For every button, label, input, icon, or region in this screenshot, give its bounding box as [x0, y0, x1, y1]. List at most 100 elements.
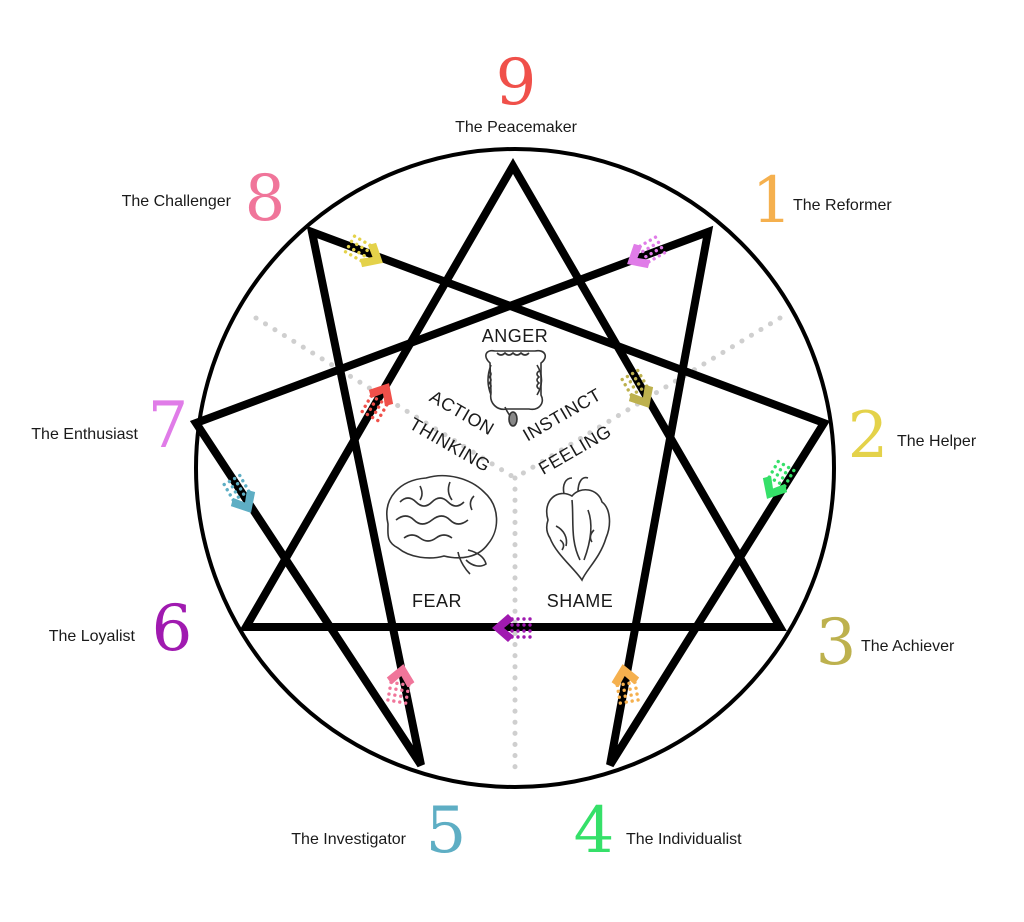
- arrow-tail-dot: [623, 694, 627, 698]
- arrow-tail-dot: [634, 686, 638, 690]
- type-8: 8 The Challenger: [122, 162, 286, 236]
- arrow-head: [359, 242, 383, 268]
- arrow-7-to-1: [360, 383, 394, 423]
- arrow-tail-dot: [387, 692, 391, 696]
- arrow-head: [230, 489, 256, 513]
- arrow-9-to-3: [620, 368, 654, 408]
- arrow-tail-dot: [232, 476, 237, 481]
- arrow-5-to-8: [386, 664, 415, 705]
- arrow-tail-dot: [634, 390, 639, 394]
- arrow-tail-dot: [631, 385, 636, 389]
- arrow-tail-dot: [354, 256, 358, 260]
- arrow-3-to-6: [492, 614, 532, 642]
- type-number-5: 5: [426, 794, 467, 868]
- arrow-tail-dot: [233, 490, 238, 494]
- arrow-tail-dot: [617, 695, 622, 699]
- arrow-tail-dot: [379, 400, 384, 404]
- label-shame: SHAME: [547, 591, 614, 611]
- type-name-5: The Investigator: [291, 831, 406, 848]
- outer-circle: [194, 147, 836, 789]
- arrow-tail-dot: [522, 629, 526, 633]
- arrow-tail-dot: [238, 487, 243, 491]
- arrow-tail-dot: [625, 374, 630, 379]
- brain-icon: [386, 474, 498, 575]
- arrow-tail-dot: [516, 629, 520, 633]
- arrow-tail-dot: [528, 623, 532, 627]
- arrow-tail-dot: [522, 635, 526, 639]
- arrow-2-to-4: [762, 459, 796, 499]
- arrow-tail-dot: [373, 410, 378, 414]
- arrow-tail-dot: [616, 689, 620, 693]
- arrow-tail-dot: [783, 471, 788, 475]
- arrow-8-to-2: [343, 234, 383, 268]
- intestines-icon: [485, 349, 547, 427]
- arrow-tail-dot: [780, 476, 785, 480]
- arrow-head: [611, 664, 640, 688]
- arrow-tail-dot: [626, 388, 630, 392]
- arrow-head: [627, 243, 651, 269]
- arrow-tail-dot: [352, 234, 357, 238]
- arrow-tail-dot: [227, 479, 232, 484]
- arrow-tail-dot: [399, 694, 403, 698]
- type-name-3: The Achiever: [861, 638, 955, 655]
- arrow-tail-dot: [222, 482, 226, 487]
- type-6: 6 The Loyalist: [49, 592, 193, 666]
- arrow-tail-dot: [358, 237, 362, 241]
- arrow-tail-dot: [781, 462, 786, 467]
- type-name-6: The Loyalist: [49, 628, 136, 645]
- arrow-tail-dot: [641, 249, 645, 254]
- arrow-tail-dot: [633, 377, 638, 381]
- arrow-tail-dot: [370, 415, 375, 420]
- arrow-tail-dot: [528, 635, 532, 639]
- arrow-tail-dot: [371, 402, 376, 406]
- arrow-tail-dot: [618, 701, 623, 705]
- type-7: 7 The Enthusiast: [31, 389, 188, 463]
- type-4: 4 The Individualist: [574, 794, 743, 868]
- arrow-tail-dot: [349, 253, 353, 257]
- arrow-tail-dot: [236, 495, 241, 499]
- arrow-tail-dot: [241, 492, 246, 496]
- arrow-tail-dot: [789, 474, 793, 478]
- arrow-tail-dot: [649, 251, 653, 256]
- type-9: 9 The Peacemaker: [455, 46, 578, 136]
- arrow-tail-dot: [620, 377, 624, 382]
- direction-arrows: [222, 234, 796, 705]
- type-number-7: 7: [148, 389, 189, 463]
- arrow-tail-dot: [349, 239, 354, 244]
- arrow-tail-dot: [622, 688, 626, 692]
- arrow-tail-dot: [392, 699, 396, 703]
- arrow-tail-dot: [528, 617, 532, 621]
- arrow-tail-dot: [657, 254, 661, 258]
- arrow-tail-dot: [642, 379, 646, 383]
- arrow-tail-dot: [376, 418, 380, 423]
- arrow-tail-dot: [365, 412, 370, 417]
- arrow-tail-dot: [230, 485, 235, 489]
- arrow-tail-dot: [355, 242, 359, 247]
- type-number-3: 3: [816, 606, 857, 680]
- arrow-4-to-1: [611, 664, 640, 705]
- arrow-tail-dot: [406, 689, 410, 693]
- arrow-tail-dot: [628, 687, 632, 691]
- arrow-tail-dot: [386, 698, 390, 702]
- arrow-tail-dot: [244, 484, 248, 488]
- arrow-tail-dot: [398, 700, 402, 704]
- arrow-tail-dot: [388, 686, 392, 690]
- type-number-2: 2: [848, 399, 889, 473]
- type-1: 1 The Reformer: [752, 164, 893, 238]
- arrow-tail-dot: [770, 470, 774, 474]
- arrow-tail-dot: [241, 479, 245, 483]
- arrow-tail-dot: [636, 368, 640, 373]
- center-dividers: [253, 315, 783, 775]
- arrow-tail-dot: [643, 241, 647, 245]
- type-name-7: The Enthusiast: [31, 426, 138, 443]
- arrow-tail-dot: [400, 688, 404, 692]
- arrow-tail-dot: [516, 623, 520, 627]
- arrow-tail-dot: [393, 693, 397, 697]
- arrow-tail-dot: [510, 623, 514, 627]
- type-number-6: 6: [152, 592, 193, 666]
- arrow-tail-dot: [654, 248, 658, 253]
- arrow-tail-dot: [621, 682, 625, 687]
- arrow-tail-dot: [648, 238, 652, 242]
- arrow-tail-dot: [374, 397, 379, 401]
